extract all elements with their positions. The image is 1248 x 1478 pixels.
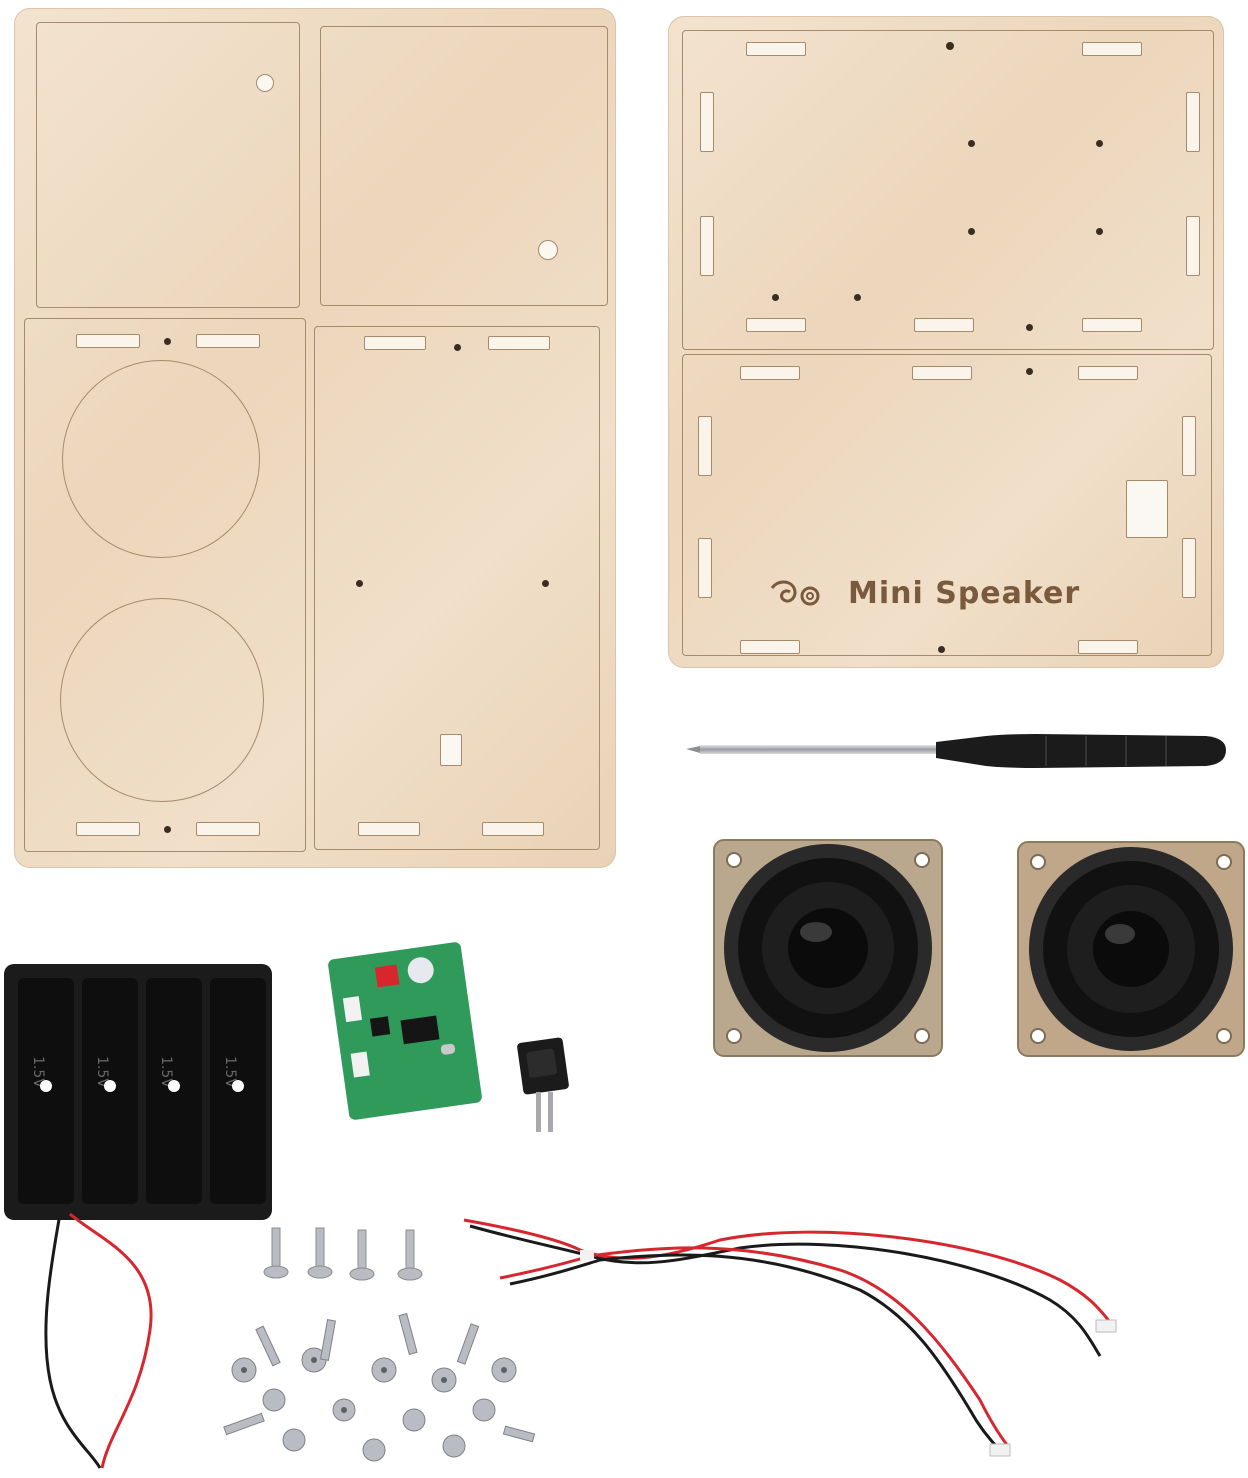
panel-bottom-plate (682, 354, 1212, 656)
panel-top-plate (682, 30, 1214, 350)
slot (482, 822, 544, 836)
screw-hole (968, 228, 975, 235)
screw-hole (946, 42, 954, 50)
speaker-cutout-circle (62, 360, 260, 558)
slot (1078, 366, 1138, 380)
screw-hole (164, 826, 171, 833)
screw-hole (1096, 228, 1103, 235)
screw-hole (164, 338, 171, 345)
slot (196, 822, 260, 836)
connector-white (342, 996, 363, 1023)
screw-hole (1026, 368, 1033, 375)
panel-back (314, 326, 600, 850)
screw-hole (772, 294, 779, 301)
speaker-right (1016, 840, 1248, 1058)
slot (1186, 216, 1200, 276)
mount-hole (104, 1080, 116, 1092)
slot (488, 336, 550, 350)
rocker-switch (516, 1032, 570, 1136)
slot (196, 334, 260, 348)
slot (358, 822, 420, 836)
screw-hole (454, 344, 461, 351)
slot (914, 318, 974, 332)
screw-hole (542, 580, 549, 587)
switch-cutout (1126, 480, 1168, 538)
crystal (440, 1043, 456, 1056)
slot (1082, 318, 1142, 332)
screws-pile (204, 1300, 544, 1470)
chip (369, 1016, 391, 1037)
panel-hole (256, 74, 274, 92)
slot (1182, 538, 1196, 598)
screw-hole (968, 140, 975, 147)
battery-wires (30, 1210, 170, 1474)
slot (76, 822, 140, 836)
panel-top-left (36, 22, 300, 308)
capacitor (406, 955, 436, 985)
chip (400, 1015, 440, 1045)
slot (1078, 640, 1138, 654)
screw-hole (854, 294, 861, 301)
screw-hole (1096, 140, 1103, 147)
mount-hole (168, 1080, 180, 1092)
slot (746, 318, 806, 332)
speaker-left (712, 838, 944, 1058)
battery-holder: 1.5V 1.5V 1.5V 1.5V (4, 964, 272, 1220)
screw-hole (356, 580, 363, 587)
mount-hole (40, 1080, 52, 1092)
slot (700, 92, 714, 152)
switch-cutout (440, 734, 462, 766)
panel-speaker-front (24, 318, 306, 852)
slot (746, 42, 806, 56)
slot (698, 416, 712, 476)
connector-white (350, 1051, 370, 1078)
slot (740, 366, 800, 380)
mount-hole (232, 1080, 244, 1092)
bluetooth-amp-board (327, 941, 483, 1121)
slot (912, 366, 972, 380)
slot (1182, 416, 1196, 476)
slot (700, 216, 714, 276)
panel-top-right (320, 26, 608, 306)
screw-hole (1026, 324, 1033, 331)
connector-red (374, 964, 400, 988)
slot (698, 538, 712, 598)
speaker-cutout-circle (60, 598, 264, 802)
slot (1082, 42, 1142, 56)
wood-sheet-right: Mini Speaker (668, 16, 1224, 668)
screws-row (258, 1226, 438, 1286)
screwdriver (686, 726, 1230, 776)
panel-hole (538, 240, 558, 260)
slot (76, 334, 140, 348)
slot (364, 336, 426, 350)
slot (740, 640, 800, 654)
speaker-wires (460, 1200, 1120, 1460)
slot (1186, 92, 1200, 152)
engraved-label: Mini Speaker (848, 576, 1081, 611)
wood-sheet-left (14, 8, 616, 868)
speaker-logo-icon (768, 574, 824, 608)
screw-hole (938, 646, 945, 653)
